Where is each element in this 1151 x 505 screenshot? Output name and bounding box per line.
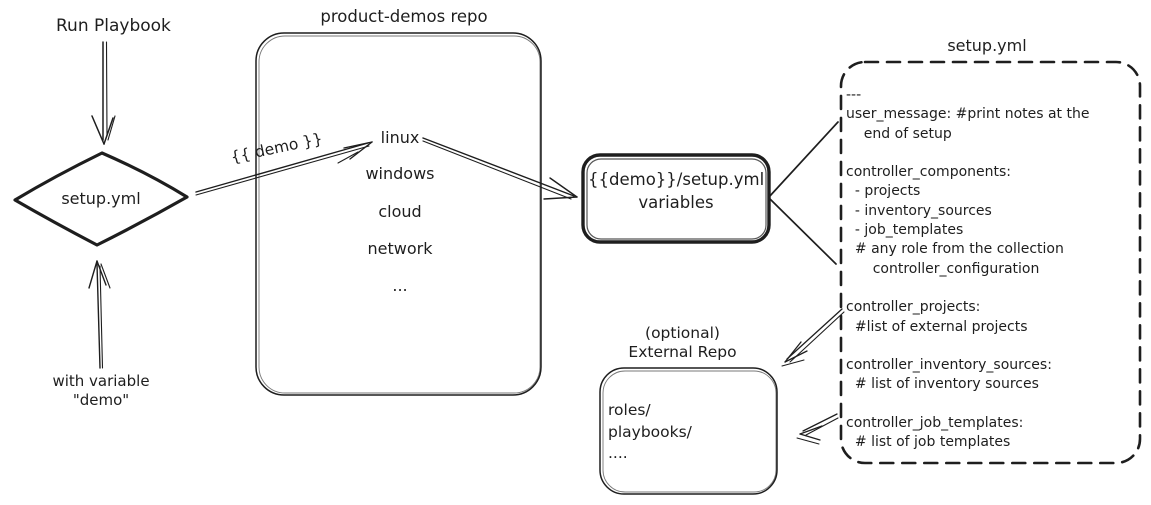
demo-arrow bbox=[195, 141, 373, 196]
diamond-label: setup.yml bbox=[61, 189, 141, 208]
setup-yml-title: setup.yml bbox=[947, 36, 1027, 55]
repo-item-ellipsis: ... bbox=[392, 276, 408, 295]
repo-item-linux: linux bbox=[380, 128, 420, 147]
setup-yml-panel bbox=[839, 60, 1142, 465]
product-demos-repo-box bbox=[255, 32, 542, 396]
variables-to-setup-connector-bottom bbox=[769, 198, 837, 265]
run-playbook-arrow bbox=[91, 41, 116, 145]
run-playbook-label: Run Playbook bbox=[56, 16, 171, 36]
repo-item-cloud: cloud bbox=[378, 202, 422, 221]
with-variable-arrow bbox=[88, 260, 111, 369]
repo-item-network: network bbox=[367, 239, 433, 258]
variables-box bbox=[581, 153, 771, 244]
variables-box-label: {{demo}}/setup.yml variables bbox=[588, 170, 765, 212]
setup-yml-diamond bbox=[13, 151, 189, 247]
external-repo-content: roles/ playbooks/ .... bbox=[608, 401, 692, 462]
setup-to-external-arrow-bottom bbox=[796, 413, 839, 445]
variables-to-setup-connector-top bbox=[768, 121, 839, 198]
setup-yml-content: --- user_message: #print notes at the en… bbox=[846, 87, 1090, 451]
external-repo-label: (optional) External Repo bbox=[628, 324, 737, 361]
linux-to-variables-arrow bbox=[422, 137, 578, 200]
repo-title: product-demos repo bbox=[320, 7, 488, 26]
external-repo-box bbox=[599, 367, 778, 495]
with-variable-label: with variable "demo" bbox=[52, 372, 150, 409]
repo-item-windows: windows bbox=[365, 164, 435, 183]
setup-to-external-arrow-top bbox=[781, 308, 845, 367]
